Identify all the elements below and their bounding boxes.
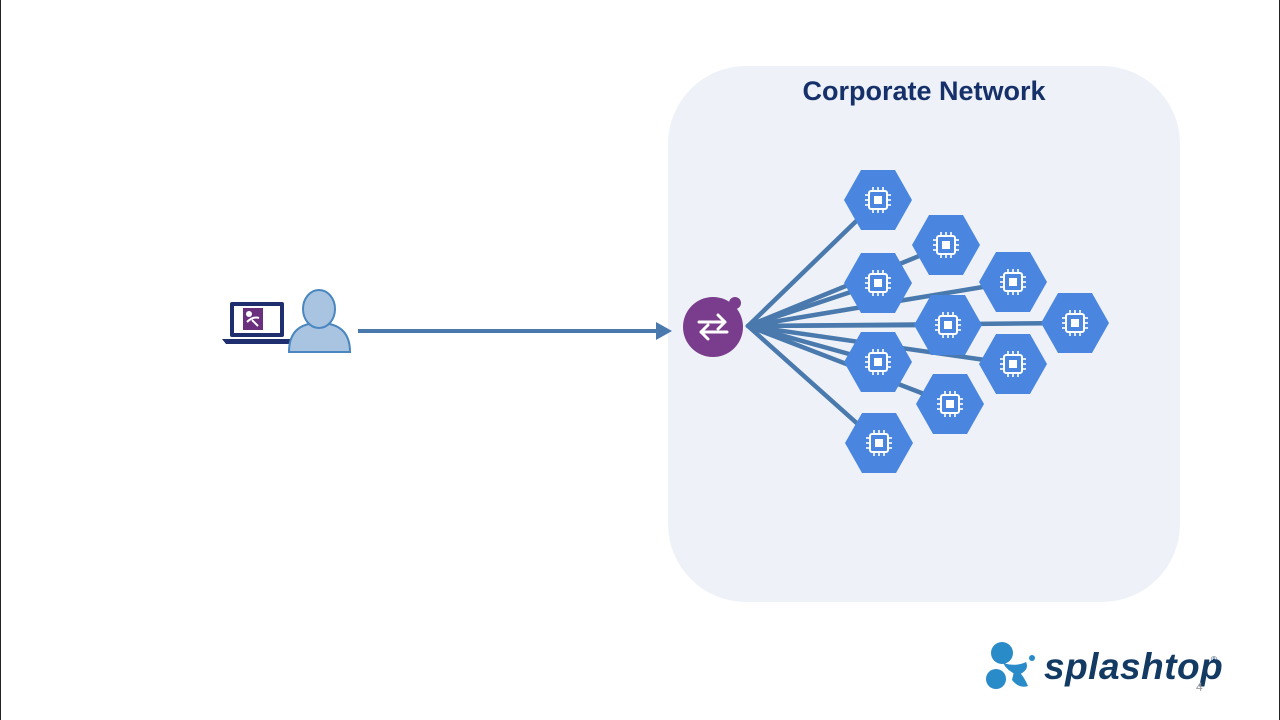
gateway-arrows-icon xyxy=(683,297,743,357)
brand-name: splashtop xyxy=(1044,646,1224,687)
brand-registered-mark: ® xyxy=(1211,655,1217,664)
laptop-icon xyxy=(222,302,294,344)
compute-chip-hexagon-icon xyxy=(914,295,982,355)
user-icon xyxy=(287,289,352,353)
compute-chip-hexagon-icon xyxy=(912,215,980,275)
compute-chip-hexagon-icon xyxy=(979,252,1047,312)
page-number: 4 xyxy=(1196,680,1203,694)
slide-left-border xyxy=(0,0,1,720)
compute-nodes xyxy=(844,170,1109,473)
network-title: Corporate Network xyxy=(802,76,1046,106)
compute-chip-hexagon-icon xyxy=(979,334,1047,394)
connection-arrow xyxy=(358,322,672,340)
splashtop-logo-icon xyxy=(986,642,1035,689)
node-connectors xyxy=(745,197,1078,446)
compute-chip-hexagon-icon xyxy=(916,374,984,434)
compute-chip-hexagon-icon xyxy=(1041,293,1109,353)
